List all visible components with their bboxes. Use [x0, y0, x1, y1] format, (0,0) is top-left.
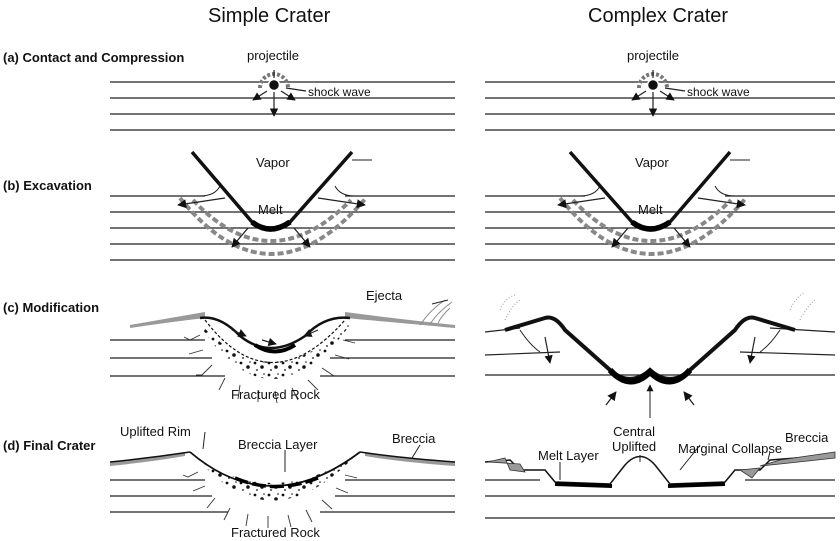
simple-crater-title: Simple Crater: [208, 5, 331, 27]
simple-melt-label: Melt: [258, 202, 283, 217]
complex-projectile-label: projectile: [627, 48, 680, 63]
simple-c-fractured-rock-label: Fractured Rock: [231, 387, 320, 402]
complex-breccia-label: Breccia: [785, 430, 829, 445]
row-label-final: (d) Final Crater: [3, 438, 96, 453]
complex-row-c: [484, 291, 836, 418]
simple-row-d: [109, 431, 456, 528]
simple-d-fractured-rock-label: Fractured Rock: [231, 525, 320, 540]
simple-row-c: [110, 299, 455, 404]
central-uplifted-label: Central Uplifted: [612, 424, 657, 454]
row-label-modification: (c) Modification: [3, 300, 100, 315]
row-label-contact: (a) Contact and Compression: [3, 50, 185, 65]
melt-layer-label: Melt Layer: [538, 448, 599, 463]
complex-row-a: [485, 70, 835, 131]
complex-shock-wave-label: shock wave: [687, 85, 750, 99]
row-label-excavation: (b) Excavation: [3, 178, 92, 193]
simple-vapor-label: Vapor: [256, 155, 290, 170]
uplifted-rim-label: Uplifted Rim: [120, 424, 191, 439]
marginal-collapse-label: Marginal Collapse: [678, 441, 783, 456]
simple-shock-wave-label: shock wave: [308, 85, 371, 99]
breccia-layer-label: Breccia Layer: [238, 437, 318, 452]
complex-melt-label: Melt: [638, 202, 663, 217]
ejecta-label: Ejecta: [366, 288, 403, 303]
complex-crater-title: Complex Crater: [588, 5, 729, 27]
simple-row-b: [110, 150, 455, 261]
simple-breccia-label: Breccia: [392, 431, 436, 446]
simple-row-a: [110, 70, 455, 131]
complex-row-b: [485, 150, 835, 261]
complex-row-d: [484, 444, 836, 519]
simple-projectile-label: projectile: [247, 48, 300, 63]
complex-vapor-label: Vapor: [635, 155, 669, 170]
